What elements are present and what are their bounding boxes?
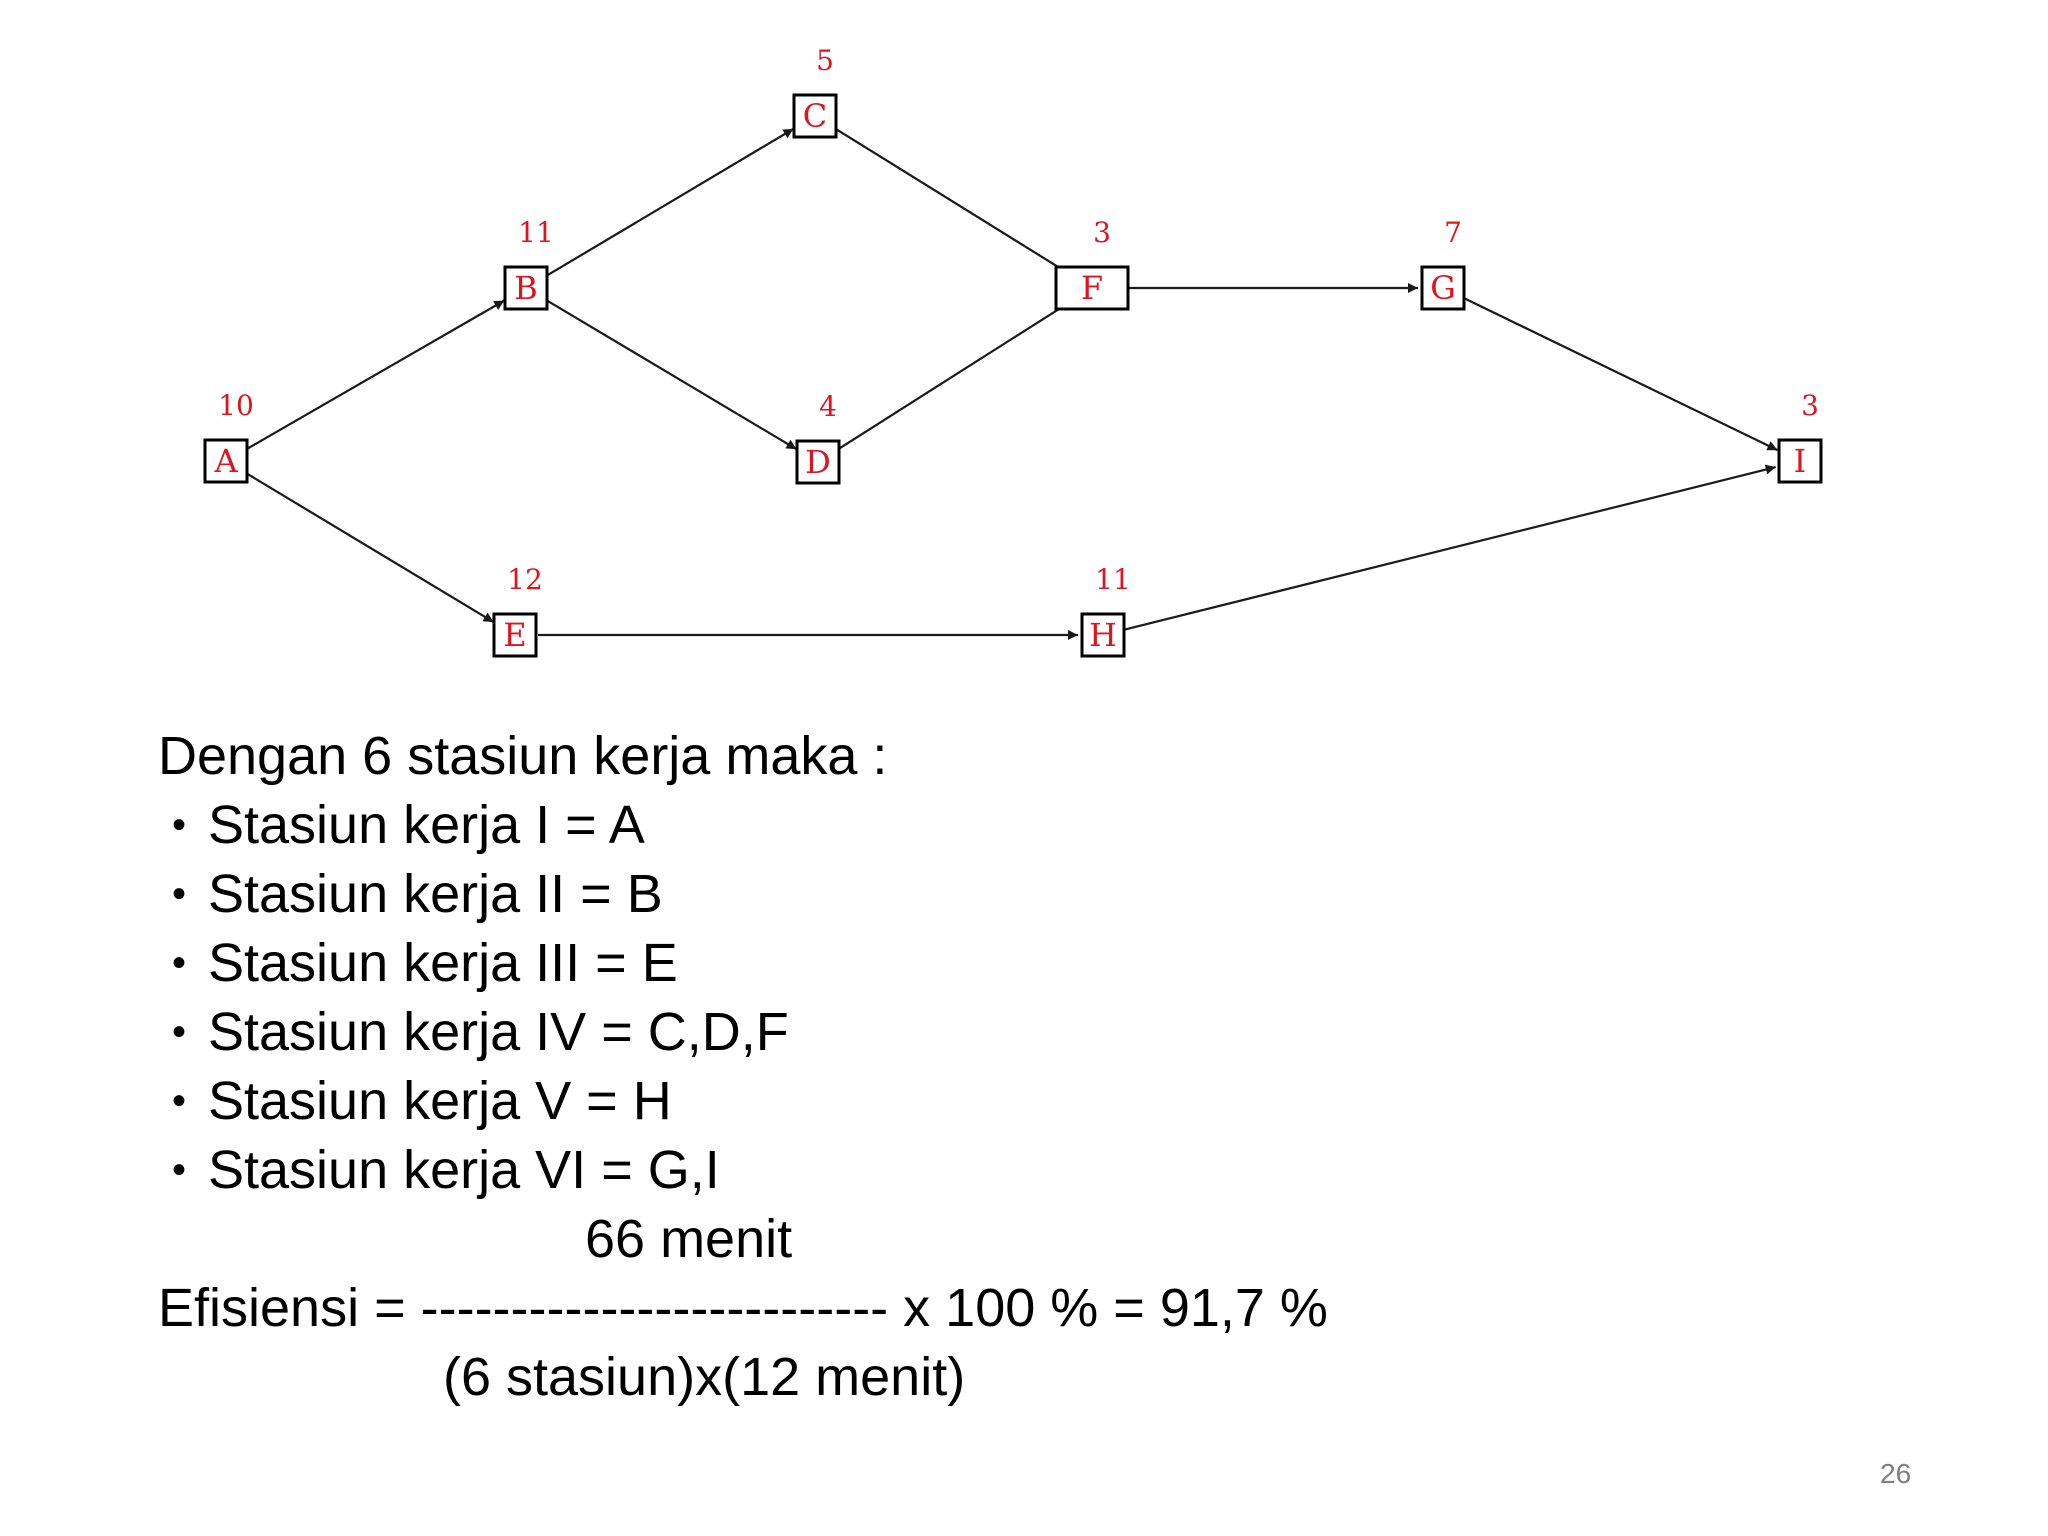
node-box [203,438,249,484]
node-label: C [803,97,827,135]
node-e: E 12 [492,563,543,658]
node-label: B [514,269,538,307]
node-label: A [213,442,238,480]
node-b: B 11 [503,216,554,311]
bullet-icon: • [172,1148,187,1192]
node-c: C5 [792,44,838,139]
node-label: F [1081,269,1103,307]
node-g: G7 [1420,216,1466,311]
node-box [503,265,549,311]
node-box [1080,612,1126,658]
node-weight: 11 [1095,563,1131,596]
station-item-3: • Stasiun kerja III = E [158,929,1328,998]
station-text: Stasiun kerja II = B [208,864,663,924]
edge-g-i [1463,297,1778,452]
edge-c-f [833,127,1072,276]
text-block: Dengan 6 stasiun kerja maka : • Stasiun k… [158,722,1328,1412]
page-number: 26 [1880,1458,1912,1489]
edge-a-b [245,299,505,451]
node-weight: 3 [1093,216,1111,249]
node-weight: 11 [518,216,554,249]
station-text: Stasiun kerja IV = C,D,F [208,1002,789,1062]
node-weight: 12 [507,563,543,596]
bullet-icon: • [172,1079,187,1123]
station-item-5: • Stasiun kerja V = H [158,1067,1328,1136]
node-label: D [805,443,831,481]
bullet-icon: • [172,872,187,916]
bullet-icon: • [172,941,187,985]
node-weight: 10 [218,389,254,422]
node-h: H 11 [1080,563,1131,658]
node-d: D4 [795,390,841,485]
node-weight: 4 [819,390,837,423]
efficiency-denominator: (6 stasiun)x(12 menit) [443,1347,966,1407]
station-text: Stasiun kerja I = A [208,795,645,855]
bullet-icon: • [172,1010,187,1054]
station-text: Stasiun kerja V = H [208,1071,672,1131]
efficiency-numerator: 66 menit [585,1209,793,1269]
station-item-4: • Stasiun kerja IV = C,D,F [158,998,1328,1067]
station-item-2: • Stasiun kerja II = B [158,860,1328,929]
node-box [795,439,841,485]
node-box [1420,265,1466,311]
station-item-1: • Stasiun kerja I = A [158,791,1328,860]
station-text: Stasiun kerja III = E [208,933,678,993]
node-weight: 5 [816,44,834,77]
node-f: F3 [1054,216,1130,311]
node-label: I [1794,442,1807,480]
node-box [1777,438,1823,484]
edge-h-i [1125,464,1777,631]
node-a: A 10 [203,389,254,484]
node-label: E [503,616,526,654]
node-i: I3 [1777,389,1823,484]
node-weight: 7 [1444,216,1462,249]
station-item-6: • Stasiun kerja VI = G,I [158,1136,1328,1205]
edge-b-d [545,298,798,451]
bullet-icon: • [172,803,187,847]
station-text: Stasiun kerja VI = G,I [208,1140,720,1200]
intro-line: Dengan 6 stasiun kerja maka : [158,726,888,786]
node-label: G [1430,269,1456,307]
node-weight: 3 [1801,389,1819,422]
node-box [1054,265,1130,311]
edge-b-c [545,127,795,278]
edge-d-f [836,300,1072,451]
efficiency-formula: Efisiensi = -------------------------- x… [158,1278,1328,1338]
node-box [792,93,838,139]
node-box [492,612,538,658]
edge-a-e [245,471,495,624]
node-label: H [1089,616,1117,654]
